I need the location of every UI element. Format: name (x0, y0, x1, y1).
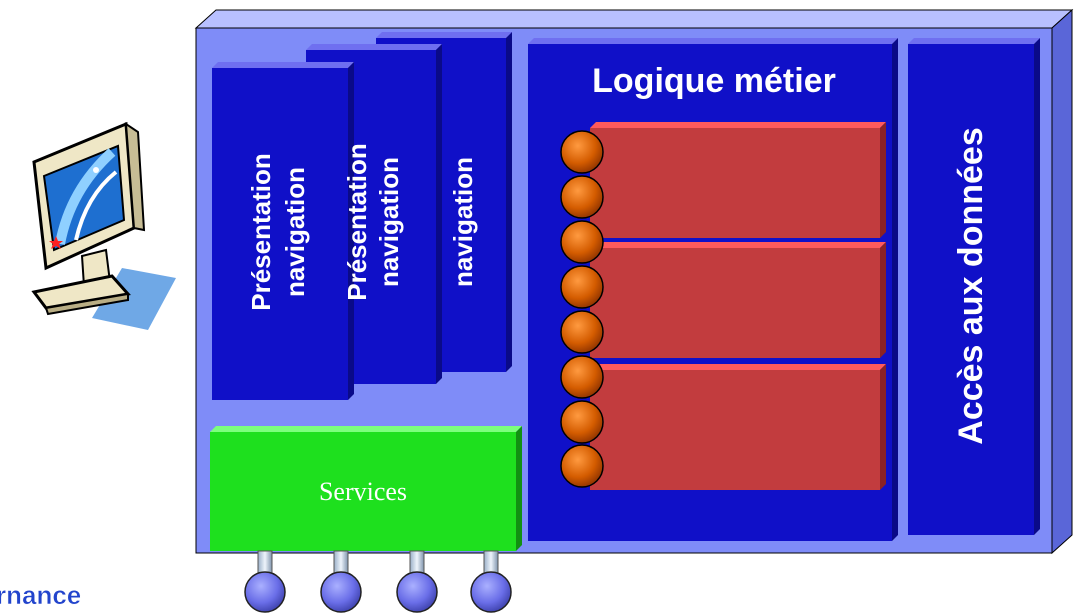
panel-back-line2: navigation (448, 157, 478, 287)
connector-bead-5 (560, 310, 604, 354)
panel-middle-line1: Présentation (342, 143, 372, 301)
connector-bead-4 (560, 265, 604, 309)
data-access-panel (908, 38, 1040, 535)
services-block (210, 426, 522, 551)
services-label: Services (319, 477, 407, 506)
business-block-2 (590, 242, 886, 358)
service-port-2 (320, 571, 362, 613)
business-logic-title: Logique métier (592, 62, 836, 100)
connector-beads (560, 130, 604, 488)
computer-monitor-icon (31, 121, 176, 330)
connector-bead-3 (560, 220, 604, 264)
service-port-stem-1 (257, 550, 273, 574)
panel-front-line1: Présentation (246, 153, 276, 311)
connector-bead-8 (560, 444, 604, 488)
connector-bead-7 (560, 400, 604, 444)
service-port-stem-2 (333, 550, 349, 574)
service-port-1 (244, 571, 286, 613)
business-block-3 (590, 364, 886, 490)
service-port-stem-4 (483, 550, 499, 574)
connector-bead-6 (560, 355, 604, 399)
presentation-panel-front (212, 62, 354, 400)
service-port-3 (396, 571, 438, 613)
footer-text-fragment: rnance (0, 580, 81, 610)
panel-front-line2: navigation (280, 167, 310, 297)
data-access-label: Accès aux données (952, 127, 990, 444)
service-port-4 (470, 571, 512, 613)
panel-middle-line2: navigation (374, 157, 404, 287)
connector-bead-2 (560, 175, 604, 219)
business-block-1 (590, 122, 886, 238)
connector-bead-1 (560, 130, 604, 174)
service-ports (244, 550, 512, 613)
service-port-stem-3 (409, 550, 425, 574)
